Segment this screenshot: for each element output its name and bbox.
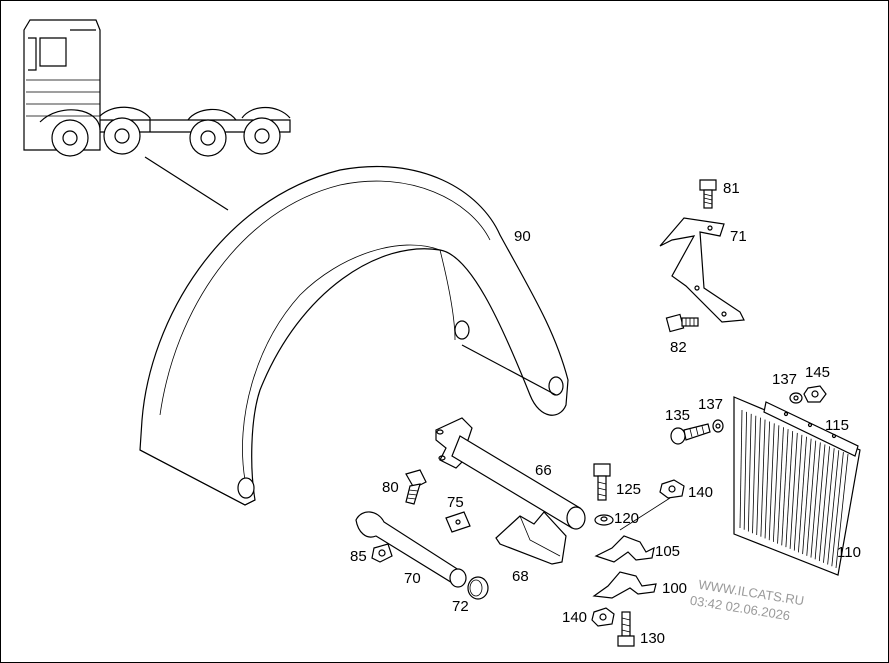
mudflap-rib <box>747 413 752 532</box>
mudguard-90 <box>139 165 569 506</box>
bolt-125 <box>593 463 611 501</box>
tube-66 <box>435 417 586 530</box>
mudflap-rib <box>768 423 775 541</box>
mudflap-rib <box>785 431 794 548</box>
label-71[interactable]: 71 <box>730 228 747 245</box>
mudflap-rib <box>806 440 817 556</box>
clip-75 <box>445 511 471 533</box>
label-130[interactable]: 130 <box>640 630 665 647</box>
label-135[interactable]: 135 <box>665 407 690 424</box>
truck-thumbnail <box>23 19 291 211</box>
label-115[interactable]: 115 <box>825 417 849 434</box>
part-labels: 90 81 71 82 137 145 135 137 115 66 80 75… <box>350 180 861 647</box>
bracket-68 <box>495 511 567 565</box>
nut-145 <box>803 385 827 403</box>
mudflap-rib <box>818 446 830 562</box>
mudflap-rib <box>752 415 757 534</box>
label-90[interactable]: 90 <box>514 228 531 245</box>
bolt-80 <box>405 469 427 505</box>
label-120[interactable]: 120 <box>614 510 639 527</box>
label-100[interactable]: 100 <box>662 580 687 597</box>
clamp-100 <box>592 571 657 599</box>
bolt-82 <box>665 313 699 333</box>
mudflap-rib <box>835 453 849 569</box>
mudflap-rib <box>739 409 743 529</box>
bolt-130 <box>617 611 635 647</box>
mudflap-rib <box>743 411 748 530</box>
label-81[interactable]: 81 <box>723 180 740 197</box>
label-85[interactable]: 85 <box>350 548 367 565</box>
mudflap-rib <box>781 429 789 546</box>
label-137a[interactable]: 137 <box>772 371 797 388</box>
washer-137b <box>712 419 724 433</box>
watermark: WWW.ILCATS.RU 03:42 02.06.2026 <box>689 577 805 624</box>
tube-70 <box>355 511 467 588</box>
label-125[interactable]: 125 <box>616 481 641 498</box>
mudflap-rib <box>777 427 784 544</box>
cap-72 <box>467 576 489 600</box>
label-80[interactable]: 80 <box>382 479 399 496</box>
mudflap-rib <box>831 452 844 567</box>
mudflap-rib <box>827 450 840 565</box>
nut-140a <box>619 479 685 531</box>
label-72[interactable]: 72 <box>452 598 469 615</box>
label-140b[interactable]: 140 <box>562 609 587 626</box>
label-70[interactable]: 70 <box>404 570 421 587</box>
mudflap-rib <box>810 442 821 558</box>
mudflap-rib <box>802 438 812 555</box>
label-105[interactable]: 105 <box>655 543 680 560</box>
washer-120 <box>594 514 614 526</box>
label-66[interactable]: 66 <box>535 462 552 479</box>
label-68[interactable]: 68 <box>512 568 529 585</box>
label-110[interactable]: 110 <box>837 544 861 561</box>
washer-137a <box>789 392 803 404</box>
screw-135 <box>670 423 711 445</box>
mudflap-rib <box>756 417 761 535</box>
bolt-81 <box>699 179 717 209</box>
bracket-71 <box>659 217 745 323</box>
mudflap-rib <box>793 434 803 551</box>
mudflap-rib <box>814 444 826 560</box>
mudflap-rib <box>789 432 798 549</box>
label-75[interactable]: 75 <box>447 494 464 511</box>
strip-115 <box>763 401 859 457</box>
nut-140b <box>591 607 615 627</box>
label-82[interactable]: 82 <box>670 339 687 356</box>
mudflap-rib <box>772 425 780 542</box>
mudflap-rib <box>823 448 835 563</box>
label-137b[interactable]: 137 <box>698 396 723 413</box>
label-145[interactable]: 145 <box>805 364 830 381</box>
clamp-105 <box>594 535 655 563</box>
mudflap-rib <box>760 419 766 537</box>
label-140a[interactable]: 140 <box>688 484 713 501</box>
nut-85 <box>371 543 393 563</box>
mudflap-rib <box>764 421 771 539</box>
mudflap-rib <box>798 436 807 553</box>
